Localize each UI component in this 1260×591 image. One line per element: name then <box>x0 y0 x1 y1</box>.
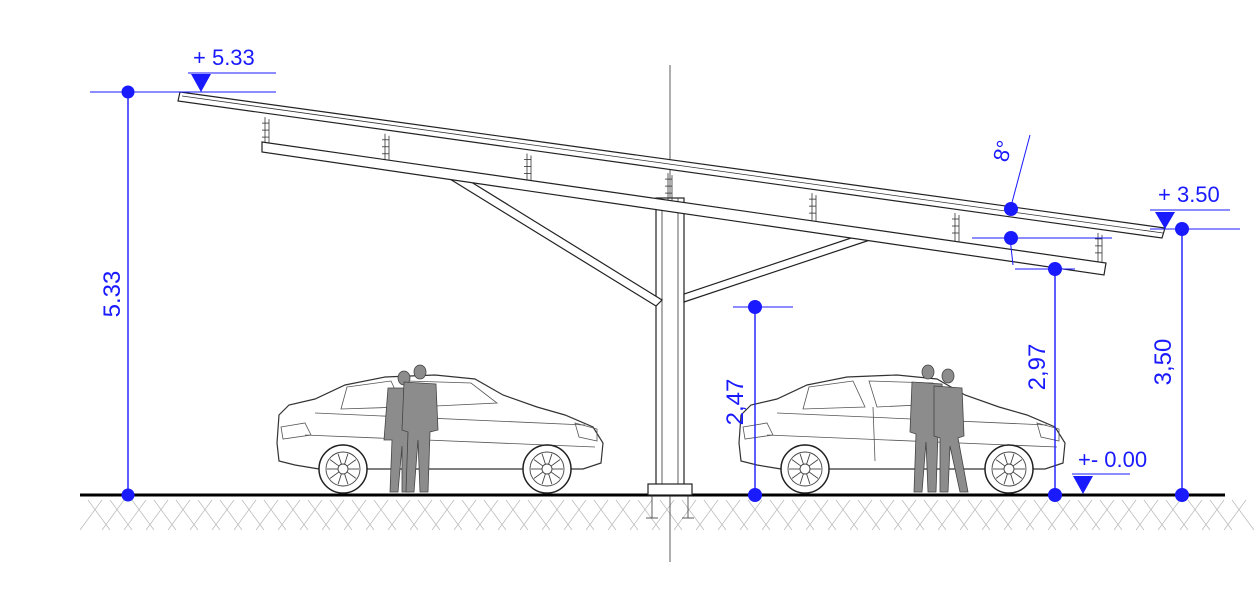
level-triangle-icon <box>1073 476 1093 494</box>
solar-panel-surface <box>177 91 1166 239</box>
height-right-label: 3,50 <box>1150 339 1177 386</box>
dimension-dot-icon <box>1175 488 1189 502</box>
dimension-clearance-car: 2,47 <box>722 300 793 502</box>
dimension-dot-icon <box>121 488 135 502</box>
car-right <box>738 374 1066 494</box>
angle-label: 8° <box>988 138 1018 165</box>
level-right-label: + 3.50 <box>1158 182 1220 207</box>
level-ground-label: +- 0.00 <box>1078 447 1147 472</box>
level-triangle-icon <box>1155 212 1175 229</box>
ground-hatch <box>79 499 1255 531</box>
dimension-dot-icon <box>1175 222 1189 236</box>
dimension-dot-icon <box>748 300 762 314</box>
rafter-brackets <box>262 117 1103 262</box>
level-top-label: + 5.33 <box>193 45 255 70</box>
dimension-height-right: + 3.50 3,50 <box>1150 182 1240 502</box>
dimension-dot-icon <box>1004 231 1018 245</box>
clearance-car-label: 2,47 <box>722 379 749 426</box>
dimension-dot-icon <box>1048 488 1062 502</box>
steel-column <box>646 197 694 519</box>
level-marker-top: + 5.33 <box>188 45 276 93</box>
level-triangle-icon <box>191 74 211 92</box>
roof-beam <box>261 141 1107 276</box>
clearance-low-label: 2,97 <box>1024 344 1051 391</box>
dimension-dot-icon <box>1048 262 1062 276</box>
level-marker-ground: +- 0.00 <box>1072 447 1147 494</box>
dimension-height-left: 5.33 <box>90 85 200 502</box>
car-left <box>276 374 604 494</box>
person-figures-right <box>909 364 969 493</box>
dimension-dot-icon <box>1004 202 1018 216</box>
angle-annotation: 8° <box>972 134 1112 266</box>
dimension-dot-icon <box>748 488 762 502</box>
person-figures-left <box>383 364 439 493</box>
dimension-dot-icon <box>121 85 135 99</box>
height-left-label: 5.33 <box>99 271 126 318</box>
dimension-clearance-low: 2,97 <box>1015 262 1075 502</box>
